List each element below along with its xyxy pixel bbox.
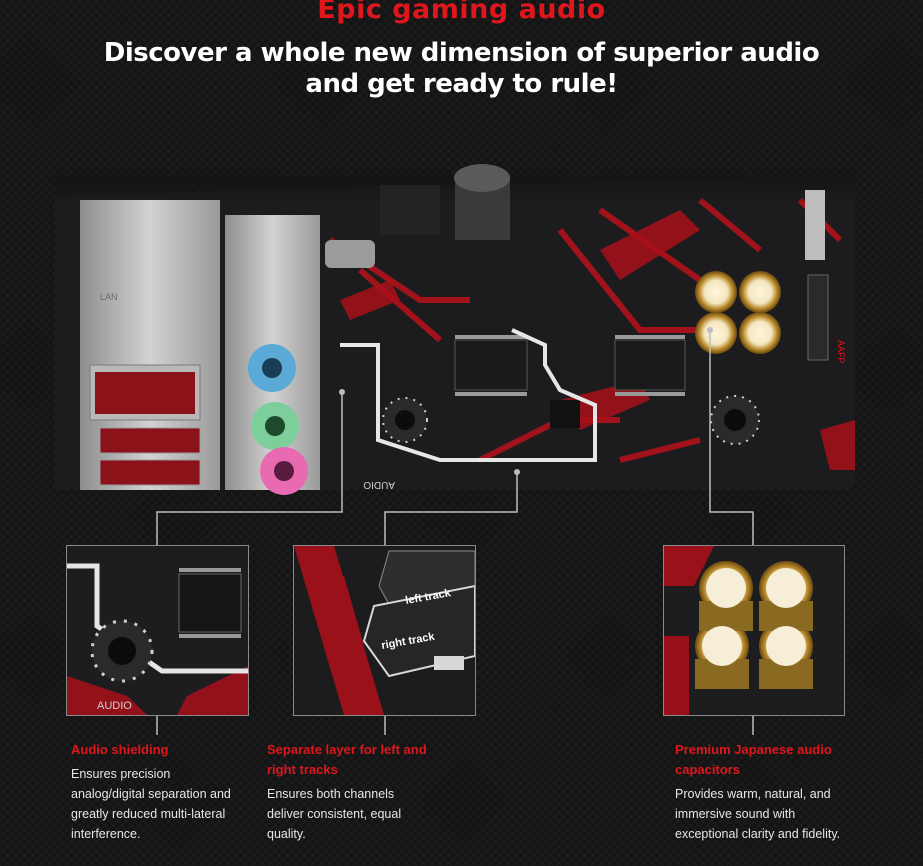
capacitor-icon (695, 271, 781, 354)
feature-desc-capacitors: Provides warm, natural, and immersive so… (675, 787, 841, 841)
page-title: Epic gaming audio (317, 0, 606, 25)
feature-title-separate-tracks: Separate layer for left and right tracks (267, 742, 427, 777)
audio-shielding-thumbnail: AUDIO (66, 545, 249, 716)
lan-label: LAN (100, 292, 118, 302)
capacitors-thumbnail (663, 545, 845, 716)
feature-title-audio-shielding: Audio shielding (71, 742, 169, 757)
feature-desc-audio-shielding: Ensures precision analog/digital separat… (71, 767, 231, 841)
feature-desc-separate-tracks: Ensures both channels deliver consistent… (267, 787, 402, 841)
aafp-label: AAFP (836, 340, 846, 364)
audio-label: AUDIO (363, 479, 395, 490)
separate-tracks-thumbnail: left track right track (293, 545, 476, 716)
feature-title-capacitors: Premium Japanese audio capacitors (675, 742, 832, 777)
page-subtitle: Discover a whole new dimension of superi… (103, 38, 820, 99)
shield-audio-label: AUDIO (97, 700, 132, 712)
